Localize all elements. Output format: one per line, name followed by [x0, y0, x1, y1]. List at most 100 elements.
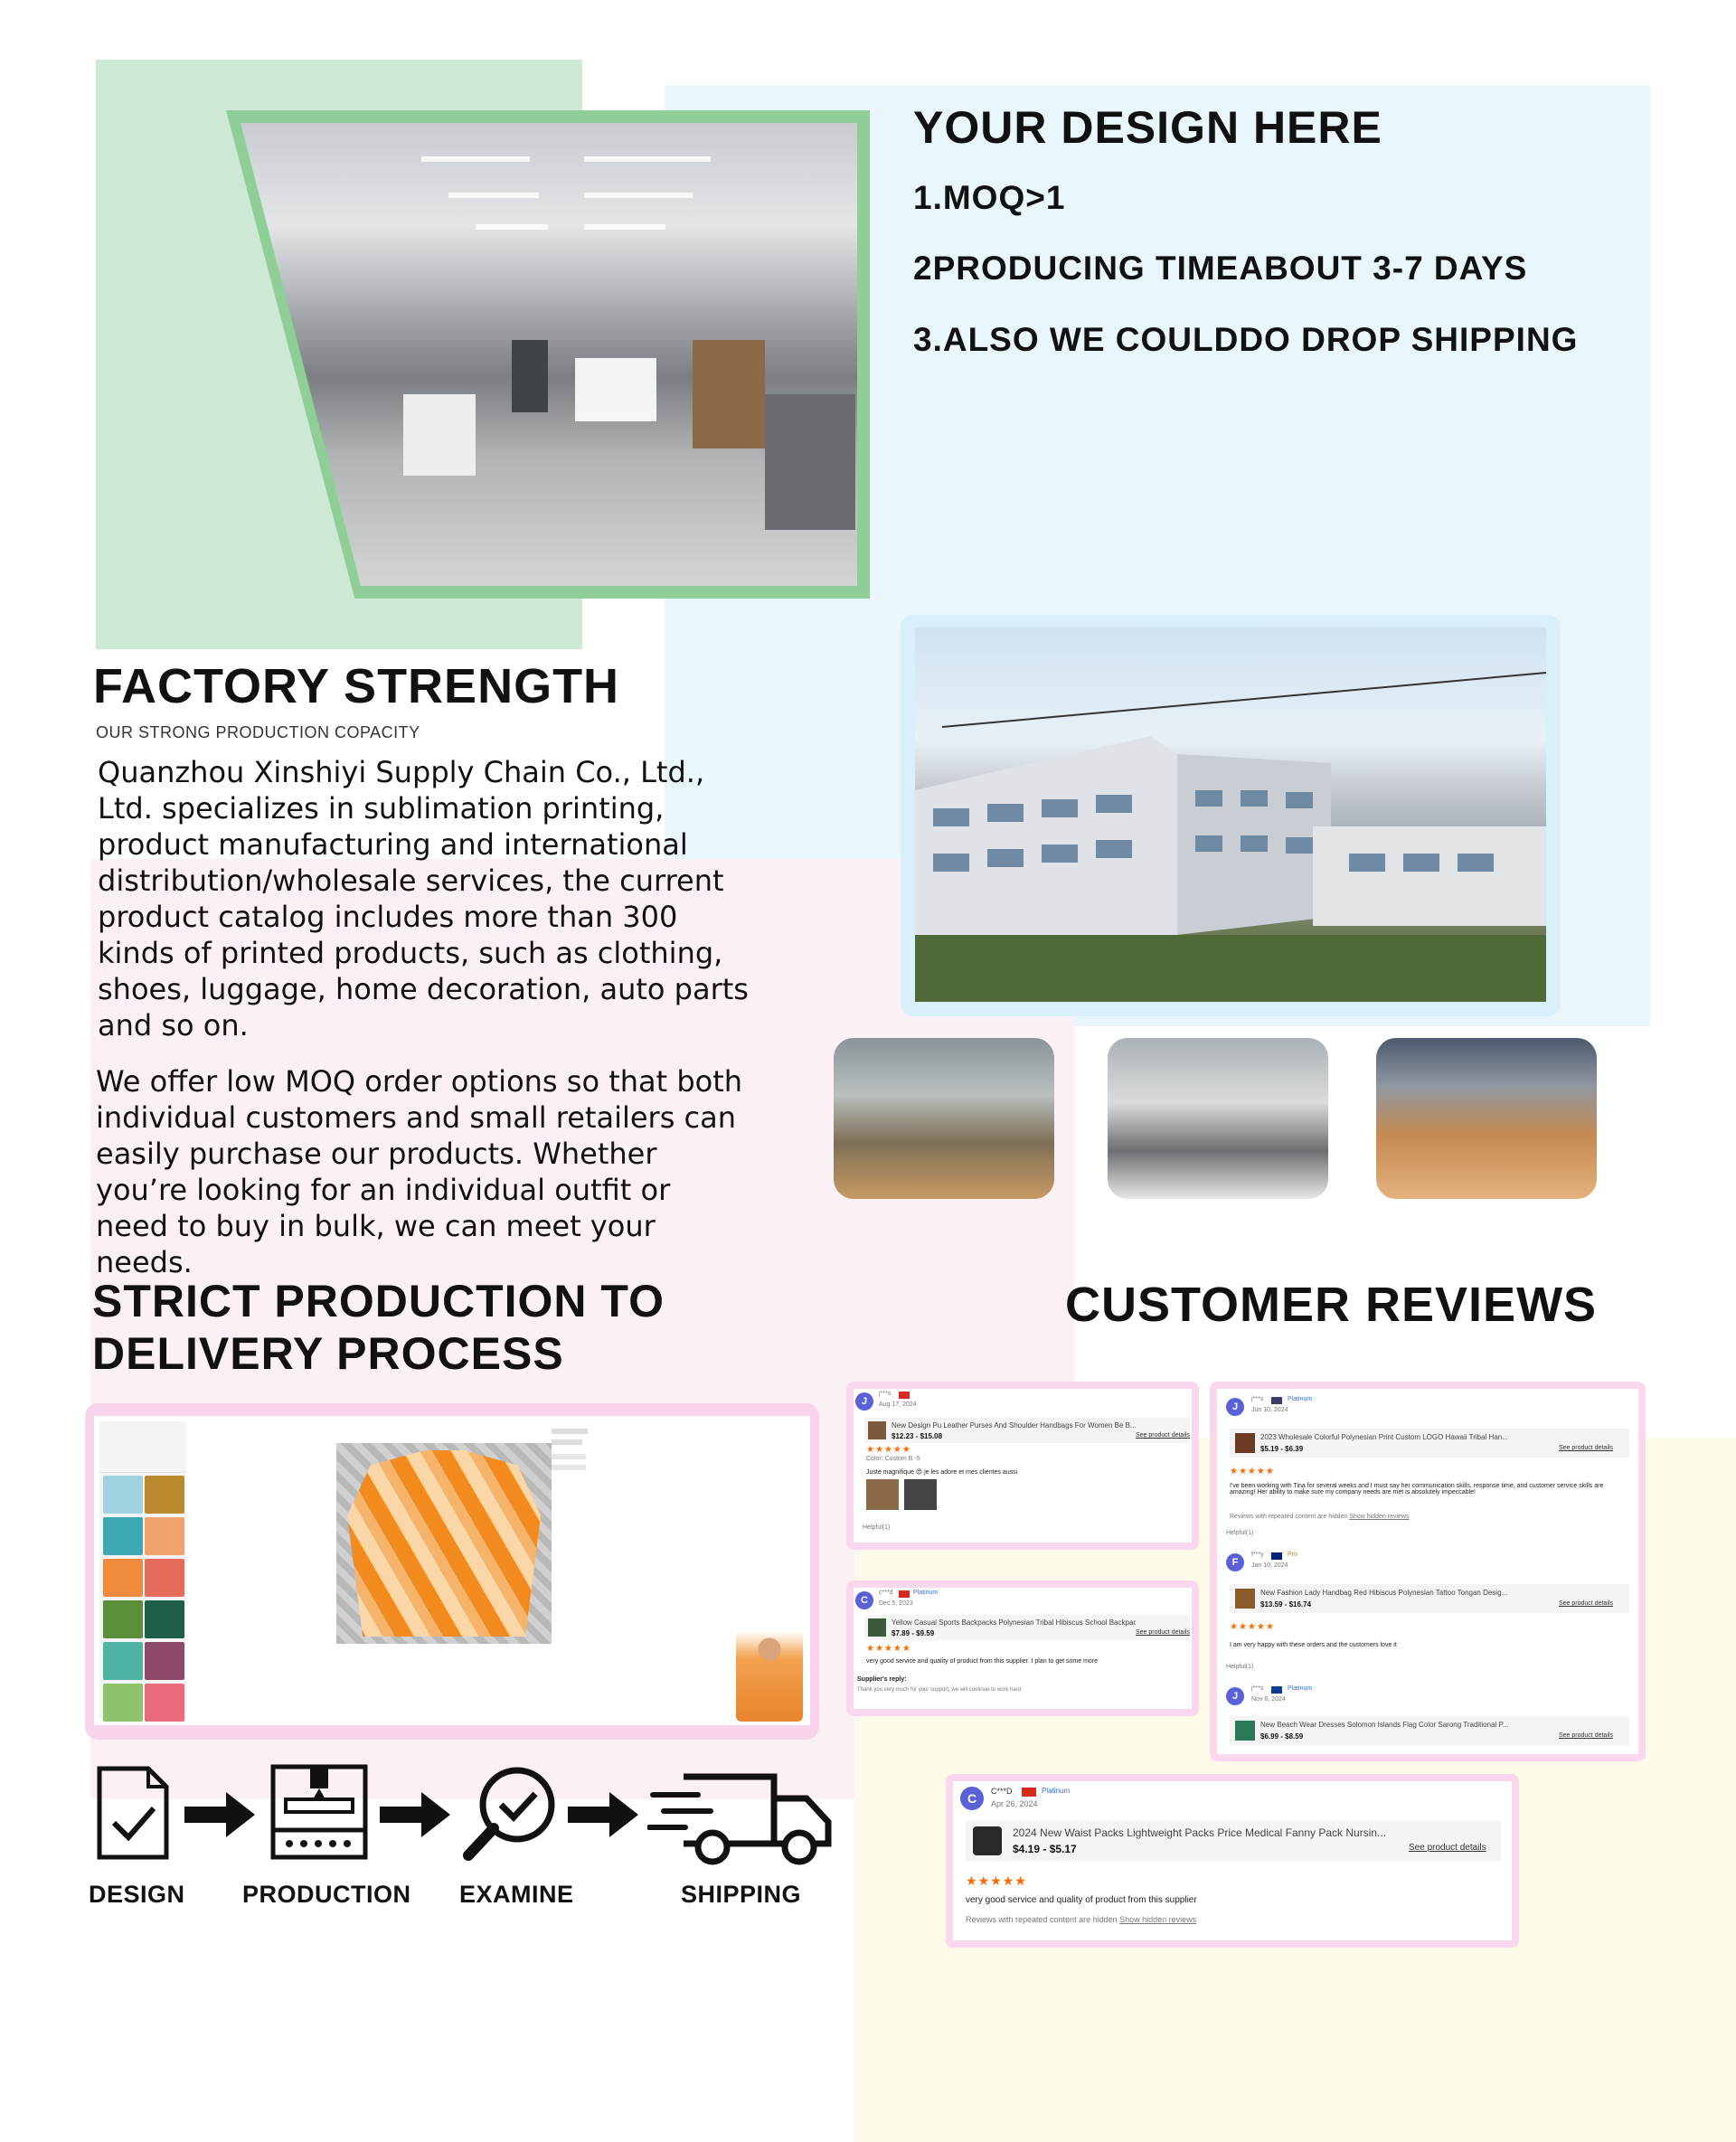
- see-product-details-link[interactable]: See product details: [1136, 1432, 1190, 1439]
- product-price: $12.23 - $15.08: [892, 1432, 943, 1440]
- review-photo[interactable]: [866, 1479, 899, 1510]
- design-point-producing-time: 2PRODUCING TIMEABOUT 3-7 DAYS: [913, 250, 1528, 287]
- rating-stars: ★★★★★: [866, 1445, 911, 1455]
- supplier-reply-text: Thank you very much for your support, we…: [857, 1687, 1023, 1693]
- review-text: Juste magnifique 😍 je les adore et mes c…: [866, 1469, 1018, 1476]
- show-hidden-reviews-link[interactable]: Show hidden reviews: [1349, 1514, 1410, 1520]
- product-thumbnail: [868, 1421, 886, 1439]
- see-product-details-link[interactable]: See product details: [1559, 1600, 1613, 1607]
- platinum-badge: Platinum: [1288, 1396, 1313, 1402]
- see-product-details-link[interactable]: See product details: [1409, 1843, 1486, 1853]
- review-product-row: New Beach Wear Dresses Solomon Islands F…: [1230, 1716, 1629, 1745]
- product-name: New Beach Wear Dresses Solomon Islands F…: [1260, 1721, 1509, 1729]
- product-name: 2023 Wholesale Colorful Polynesian Print…: [1260, 1433, 1508, 1441]
- rating-stars: ★★★★★: [866, 1644, 911, 1654]
- step-production-label: PRODUCTION: [242, 1881, 411, 1908]
- design-point-drop-shipping: 3.ALSO WE COULDDO DROP SHIPPING: [913, 321, 1579, 358]
- reviewer-avatar: C: [855, 1591, 873, 1609]
- hidden-reviews-note: Reviews with repeated content are hidden…: [1230, 1514, 1409, 1520]
- product-thumbnail: [1235, 1589, 1255, 1609]
- helpful-button[interactable]: Helpful(1): [1226, 1664, 1254, 1670]
- product-price: $7.89 - $9.59: [892, 1629, 935, 1637]
- reviewer-avatar: J: [1226, 1398, 1244, 1416]
- review-date: Dec 5, 2023: [879, 1600, 913, 1607]
- reviewer-name: j***s: [1251, 1396, 1264, 1402]
- helpful-button[interactable]: Helpful(1): [863, 1524, 891, 1531]
- review-card: C c***d Platinum Dec 5, 2023 Yellow Casu…: [854, 1588, 1192, 1709]
- see-product-details-link[interactable]: See product details: [1559, 1732, 1613, 1739]
- arrow-right-icon: [568, 1790, 640, 1839]
- process-title-line1: STRICT PRODUCTION TO: [92, 1276, 665, 1326]
- see-product-details-link[interactable]: See product details: [1136, 1629, 1190, 1636]
- review-product-row: Yellow Casual Sports Backpacks Polynesia…: [864, 1615, 1190, 1640]
- pattern-library-panel: [99, 1421, 186, 1722]
- country-flag-icon: [1271, 1552, 1282, 1560]
- product-thumbnail: [1235, 1721, 1255, 1741]
- hoodie-preview: [736, 1631, 803, 1722]
- printer-machine-icon: [269, 1763, 369, 1863]
- reviewer-avatar: C: [960, 1787, 984, 1810]
- delivery-truck-icon: [647, 1768, 834, 1867]
- product-thumbnail: [1235, 1433, 1255, 1453]
- factory-strength-title: FACTORY STRENGTH: [93, 659, 620, 713]
- review-photo[interactable]: [904, 1479, 937, 1510]
- reviewer-name: f***y: [1251, 1552, 1264, 1558]
- review-date: Aug 17, 2024: [879, 1401, 917, 1408]
- pro-badge: Pro: [1288, 1552, 1297, 1558]
- process-title: STRICT PRODUCTION TO DELIVERY PROCESS: [92, 1275, 665, 1380]
- review-date: Nov 6, 2024: [1251, 1696, 1286, 1703]
- review-card: C C***D Platinum Apr 26, 2024 2024 New W…: [953, 1781, 1512, 1940]
- tool-options-panel: [552, 1425, 597, 1479]
- review-product-row: New Design Pu Leather Purses And Shoulde…: [864, 1418, 1190, 1443]
- product-price: $6.99 - $8.59: [1260, 1732, 1304, 1741]
- process-title-line2: DELIVERY PROCESS: [92, 1328, 564, 1379]
- design-point-moq: 1.MOQ>1: [913, 179, 1066, 216]
- reviewer-name: j***s: [1251, 1685, 1264, 1692]
- product-name: New Design Pu Leather Purses And Shoulde…: [892, 1421, 1136, 1430]
- product-name: New Fashion Lady Handbag Red Hibiscus Po…: [1260, 1589, 1508, 1597]
- reviewer-name: j***s: [879, 1391, 892, 1397]
- supplier-reply-label: Supplier's reply:: [857, 1676, 907, 1683]
- platinum-badge: Platinum: [913, 1590, 939, 1596]
- magnifier-check-icon: [461, 1763, 561, 1863]
- country-flag-icon: [899, 1392, 910, 1399]
- reviewer-avatar: J: [1226, 1687, 1244, 1705]
- step-shipping-label: SHIPPING: [681, 1881, 802, 1908]
- review-date: Apr 26, 2024: [991, 1799, 1038, 1808]
- hidden-reviews-note: Reviews with repeated content are hidden…: [966, 1915, 1196, 1924]
- country-flag-icon: [1271, 1397, 1282, 1404]
- country-flag-icon: [1271, 1686, 1282, 1694]
- country-flag-icon: [1022, 1788, 1036, 1797]
- reviewer-name: c***d: [879, 1590, 893, 1596]
- rating-stars: ★★★★★: [966, 1873, 1027, 1888]
- review-product-row: New Fashion Lady Handbag Red Hibiscus Po…: [1230, 1584, 1629, 1613]
- platinum-badge: Platinum: [1042, 1787, 1071, 1795]
- hidden-reviews-text: Reviews with repeated content are hidden: [1230, 1514, 1348, 1520]
- hidden-reviews-text: Reviews with repeated content are hidden: [966, 1915, 1118, 1924]
- reviewer-avatar: J: [855, 1392, 873, 1411]
- rating-stars: ★★★★★: [1230, 1467, 1275, 1477]
- step-examine-label: EXAMINE: [459, 1881, 574, 1908]
- factory-strength-subtitle: OUR STRONG PRODUCTION COPACITY: [96, 723, 420, 741]
- product-thumbnail: [973, 1826, 1002, 1855]
- helpful-button[interactable]: Helpful(1): [1226, 1530, 1254, 1536]
- product-price: $13.59 - $16.74: [1260, 1600, 1312, 1609]
- factory-floor-photo: [241, 123, 857, 586]
- arrow-right-icon: [380, 1790, 452, 1839]
- rating-stars: ★★★★★: [1230, 1622, 1275, 1632]
- garment-pattern-piece: [347, 1450, 541, 1637]
- review-meta: Color: Custom B -5: [866, 1456, 920, 1462]
- factory-building-photo: [915, 628, 1546, 1002]
- warehouse-photo-1: [834, 1038, 1054, 1199]
- show-hidden-reviews-link[interactable]: Show hidden reviews: [1119, 1915, 1197, 1924]
- document-check-icon: [94, 1763, 172, 1863]
- platinum-badge: Platinum: [1288, 1685, 1313, 1692]
- see-product-details-link[interactable]: See product details: [1559, 1445, 1613, 1451]
- arrow-right-icon: [184, 1790, 257, 1839]
- review-text: very good service and quality of product…: [866, 1658, 1099, 1665]
- review-text: very good service and quality of product…: [966, 1895, 1197, 1905]
- company-description: Quanzhou Xinshiyi Supply Chain Co., Ltd.…: [98, 755, 749, 1043]
- product-name: Yellow Casual Sports Backpacks Polynesia…: [892, 1618, 1136, 1627]
- reviews-title: CUSTOMER REVIEWS: [1065, 1278, 1598, 1332]
- product-price: $4.19 - $5.17: [1013, 1843, 1077, 1855]
